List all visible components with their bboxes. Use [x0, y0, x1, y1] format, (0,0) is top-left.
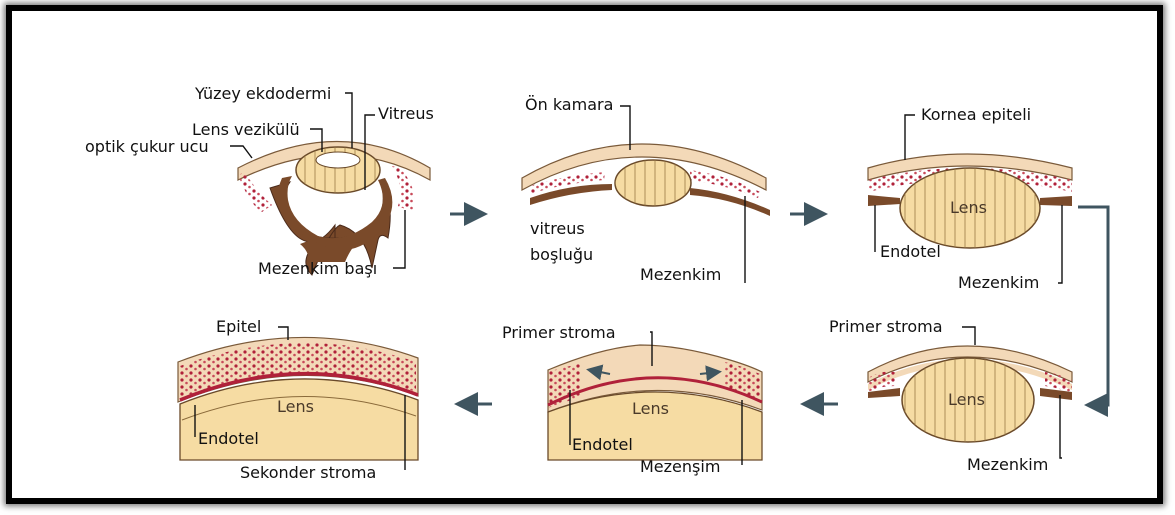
- label-mesenchyme-s4: Mezenkim: [967, 455, 1048, 474]
- label-anterior-chamber: Ön kamara: [525, 95, 613, 114]
- label-mesenchyme-head: Mezenkim başı: [258, 259, 377, 278]
- label-primary-stroma-s5: Primer stroma: [502, 323, 616, 342]
- label-secondary-stroma: Sekonder stroma: [240, 463, 376, 482]
- label-lens-s3: Lens: [950, 198, 987, 217]
- label-corneal-epithelium: Kornea epiteli: [921, 105, 1031, 124]
- label-lens-s4: Lens: [948, 390, 985, 409]
- label-optic-cup-rim: optik çukur ucu: [85, 137, 209, 156]
- label-lens-s6: Lens: [277, 397, 314, 416]
- label-vitreous-space-2: boşluğu: [530, 245, 593, 264]
- label-endothelium-s3: Endotel: [880, 242, 941, 261]
- arrow-3-4: [1078, 207, 1108, 405]
- label-mesenchyme-s5: Mezenşim: [640, 457, 720, 476]
- label-epithelium: Epitel: [216, 317, 261, 336]
- label-surface-ectoderm: Yüzey ekdodermi: [194, 84, 331, 103]
- label-lens-s5: Lens: [632, 399, 669, 418]
- label-endothelium-s6: Endotel: [198, 429, 259, 448]
- label-endothelium-s5: Endotel: [572, 435, 633, 454]
- label-mesenchyme-s3: Mezenkim: [958, 273, 1039, 292]
- label-vitreous-space-1: vitreus: [530, 219, 585, 238]
- label-primary-stroma-s4: Primer stroma: [829, 317, 943, 336]
- label-mesenchyme-s2: Mezenkim: [640, 265, 721, 284]
- label-vitreous: Vitreus: [378, 104, 434, 123]
